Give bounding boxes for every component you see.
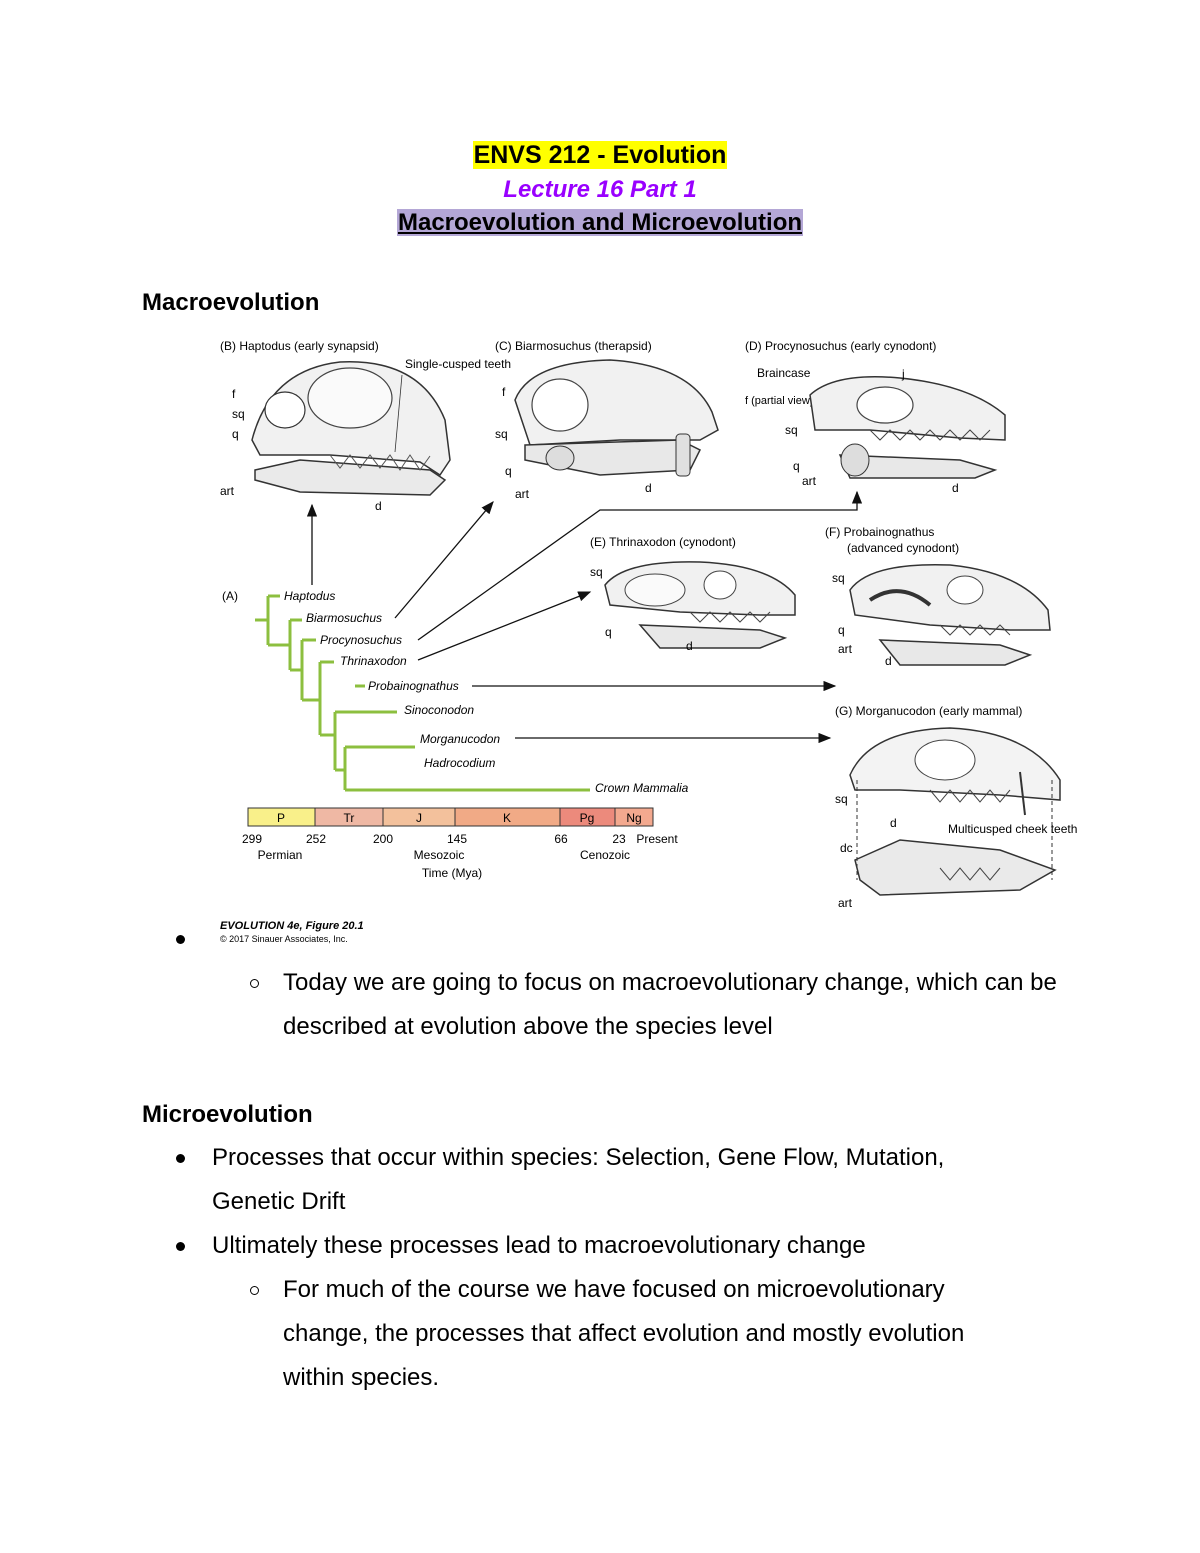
taxon-probainognathus: Probainognathus xyxy=(368,679,459,693)
bone-label-d: d xyxy=(645,481,652,495)
tick-present: Present xyxy=(636,832,678,846)
bone-label-f: f xyxy=(232,387,236,401)
panel-f-sub: (advanced cynodont) xyxy=(847,541,959,555)
bone-label-q: q xyxy=(505,464,512,478)
panel-d-braincase: Braincase xyxy=(757,366,811,380)
era-permian: Permian xyxy=(258,848,303,862)
era-cenozoic: Cenozoic xyxy=(580,848,630,862)
time-axis-label: Time (Mya) xyxy=(422,866,482,880)
taxon-sinoconodon: Sinoconodon xyxy=(404,703,474,717)
panel-e-title: (E) Thrinaxodon (cynodont) xyxy=(590,535,736,549)
taxon-crown-mammalia: Crown Mammalia xyxy=(595,781,689,795)
evolution-figure: (B) Haptodus (early synapsid) Single-cus… xyxy=(220,339,1077,944)
bone-label-q: q xyxy=(793,459,800,473)
panel-g-title: (G) Morganucodon (early mammal) xyxy=(835,704,1022,718)
biarmosuchus-skull: (C) Biarmosuchus (therapsid) f sq q art … xyxy=(495,339,719,501)
bone-label-d: d xyxy=(952,481,959,495)
topic-title: Macroevolution and Microevolution xyxy=(396,209,804,236)
bone-label-d: d xyxy=(686,639,693,653)
panel-g-note: Multicusped cheek teeth xyxy=(948,822,1077,836)
panel-b-note: Single-cusped teeth xyxy=(405,357,511,371)
macroevolution-heading: Macroevolution xyxy=(142,289,320,316)
panel-b-title: (B) Haptodus (early synapsid) xyxy=(220,339,379,353)
geologic-timescale: P Tr J K Pg Ng 299 252 200 145 66 23 Pre… xyxy=(242,807,678,880)
bone-label-d: d xyxy=(375,499,382,513)
period-p: P xyxy=(277,811,285,825)
bone-label-art: art xyxy=(515,487,530,501)
tick-145: 145 xyxy=(447,832,467,846)
panel-d-title: (D) Procynosuchus (early cynodont) xyxy=(745,339,936,353)
taxon-procynosuchus: Procynosuchus xyxy=(320,633,402,647)
era-mesozoic: Mesozoic xyxy=(414,848,465,862)
bone-label-art: art xyxy=(220,484,235,498)
tick-23: 23 xyxy=(612,832,626,846)
bone-label-art: art xyxy=(802,474,817,488)
period-ng: Ng xyxy=(626,811,641,825)
bullet-dot xyxy=(176,1242,185,1251)
period-pg: Pg xyxy=(580,811,595,825)
period-k: K xyxy=(503,811,511,825)
bone-label-sq: sq xyxy=(232,407,245,421)
tree-label: (A) xyxy=(222,589,238,603)
tick-200: 200 xyxy=(373,832,393,846)
bullet-dot xyxy=(176,935,185,944)
bone-label-f: f xyxy=(502,385,506,399)
tick-66: 66 xyxy=(554,832,568,846)
lineage-arrows xyxy=(306,490,863,744)
bone-label-q: q xyxy=(605,625,612,639)
bone-label-art: art xyxy=(838,896,853,910)
bone-label-sq: sq xyxy=(785,423,798,437)
microevolution-heading: Microevolution xyxy=(142,1101,313,1128)
lecture-subtitle: Lecture 16 Part 1 xyxy=(503,176,697,203)
micro-bullet-1: Processes that occur within species: Sel… xyxy=(212,1144,945,1215)
sub-bullet-ring xyxy=(250,979,259,988)
taxon-biarmosuchus: Biarmosuchus xyxy=(306,611,382,625)
bone-label-dc: dc xyxy=(840,841,853,855)
haptodus-skull: (B) Haptodus (early synapsid) Single-cus… xyxy=(220,339,511,513)
panel-f-title: (F) Probainognathus xyxy=(825,525,934,539)
bone-label-d: d xyxy=(885,654,892,668)
period-j: J xyxy=(416,811,422,825)
tick-299: 299 xyxy=(242,832,262,846)
phylogenetic-tree: (A) Haptodus Biarmosuchus Procynosuchus … xyxy=(222,589,689,795)
bone-label-sq: sq xyxy=(832,571,845,585)
macro-bullet-text: Today we are going to focus on macroevol… xyxy=(283,969,1057,1040)
bone-label-sq: sq xyxy=(835,792,848,806)
bullet-dot xyxy=(176,1154,185,1163)
figure-credit-title: EVOLUTION 4e, Figure 20.1 xyxy=(220,920,364,932)
bone-label-d: d xyxy=(890,816,897,830)
procynosuchus-skull: (D) Procynosuchus (early cynodont) Brain… xyxy=(745,339,1006,495)
morganucodon-skull: (G) Morganucodon (early mammal) sq d dc … xyxy=(835,704,1077,910)
panel-c-title: (C) Biarmosuchus (therapsid) xyxy=(495,339,652,353)
bone-label-q: q xyxy=(232,427,239,441)
taxon-hadrocodium: Hadrocodium xyxy=(424,756,495,770)
course-title: ENVS 212 - Evolution xyxy=(472,141,728,169)
bone-label-j: j xyxy=(901,367,905,381)
micro-bullet-2: Ultimately these processes lead to macro… xyxy=(212,1232,866,1259)
figure-credit-copyright: © 2017 Sinauer Associates, Inc. xyxy=(220,934,348,944)
taxon-thrinaxodon: Thrinaxodon xyxy=(340,654,407,668)
probainognathus-skull: (F) Probainognathus (advanced cynodont) … xyxy=(825,525,1051,668)
panel-d-f: f (partial view) xyxy=(745,395,813,407)
bone-label-q: q xyxy=(838,623,845,637)
taxon-haptodus: Haptodus xyxy=(284,589,335,603)
sub-bullet-ring xyxy=(250,1286,259,1295)
thrinaxodon-skull: (E) Thrinaxodon (cynodont) sq q d xyxy=(590,535,796,653)
bone-label-art: art xyxy=(838,642,853,656)
bone-label-sq: sq xyxy=(590,565,603,579)
micro-sub-bullet: For much of the course we have focused o… xyxy=(283,1276,965,1391)
taxon-morganucodon: Morganucodon xyxy=(420,732,500,746)
period-tr: Tr xyxy=(344,811,355,825)
bone-label-sq: sq xyxy=(495,427,508,441)
tick-252: 252 xyxy=(306,832,326,846)
